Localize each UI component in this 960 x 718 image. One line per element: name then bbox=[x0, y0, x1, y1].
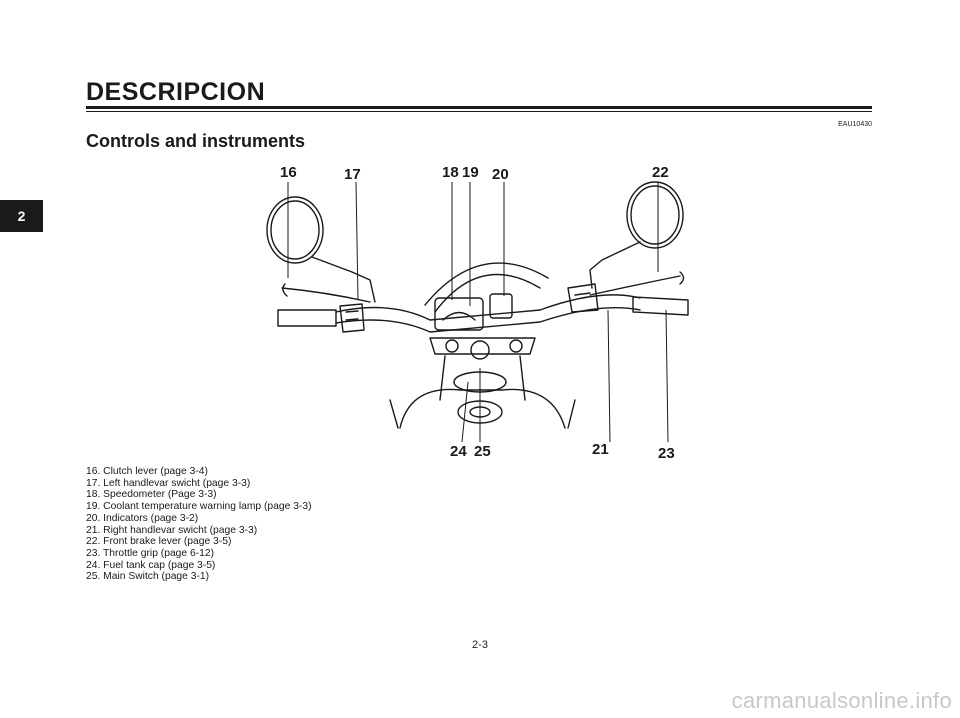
watermark: carmanualsonline.info bbox=[731, 688, 952, 713]
callout-17: 17 bbox=[344, 166, 361, 183]
speedometer bbox=[434, 297, 484, 331]
page-subtitle: Controls and instruments bbox=[86, 131, 306, 151]
header-rule-thin bbox=[86, 111, 872, 112]
brake-lever bbox=[589, 275, 681, 296]
right-switch bbox=[567, 283, 599, 313]
legend-item: 22. Front brake lever (page 3-5) bbox=[86, 536, 232, 548]
header-rule-thick bbox=[86, 106, 872, 109]
chapter-tab: 2 bbox=[0, 200, 43, 232]
indicator-panel bbox=[489, 293, 513, 319]
legend-item: 24. Fuel tank cap (page 3-5) bbox=[86, 559, 216, 571]
legend-item: 16. Clutch lever (page 3-4) bbox=[86, 466, 208, 477]
left-mirror bbox=[266, 196, 376, 303]
callout-21: 21 bbox=[592, 441, 609, 458]
legend-item: 20. Indicators (page 3-2) bbox=[86, 512, 199, 524]
legend-item: 19. Coolant temperature warning lamp (pa… bbox=[86, 501, 312, 513]
callout-23: 23 bbox=[658, 445, 675, 460]
callout-24: 24 bbox=[450, 443, 467, 460]
legend-item: 25. Main Switch (page 3-1) bbox=[86, 571, 210, 583]
page-number: 2-3 bbox=[472, 639, 488, 651]
clutch-lever bbox=[281, 287, 371, 303]
callout-20: 20 bbox=[492, 166, 509, 183]
legend-item: 23. Throttle grip (page 6-12) bbox=[86, 547, 215, 559]
legend-item: 21. Right handlevar swicht (page 3-3) bbox=[86, 524, 258, 536]
section-title: DESCRIPCION bbox=[86, 78, 266, 106]
parts-legend: 16. Clutch lever (page 3-4) 17. Left han… bbox=[86, 466, 312, 583]
callout-25: 25 bbox=[474, 443, 491, 460]
callout-22: 22 bbox=[652, 164, 669, 181]
legend-item: 17. Left handlevar swicht (page 3-3) bbox=[86, 477, 251, 489]
callout-16: 16 bbox=[280, 164, 297, 181]
handlebar bbox=[277, 294, 689, 333]
main-switch-nut bbox=[470, 340, 490, 360]
callout-19: 19 bbox=[462, 164, 479, 181]
reference-code: EAU10430 bbox=[838, 121, 872, 128]
left-switch bbox=[339, 303, 365, 333]
right-mirror bbox=[589, 181, 684, 289]
handlebar-illustration: 16 17 18 19 20 22 24 25 21 23 bbox=[266, 164, 689, 460]
callout-18: 18 bbox=[442, 164, 459, 181]
legend-item: 18. Speedometer (Page 3-3) bbox=[86, 489, 217, 501]
